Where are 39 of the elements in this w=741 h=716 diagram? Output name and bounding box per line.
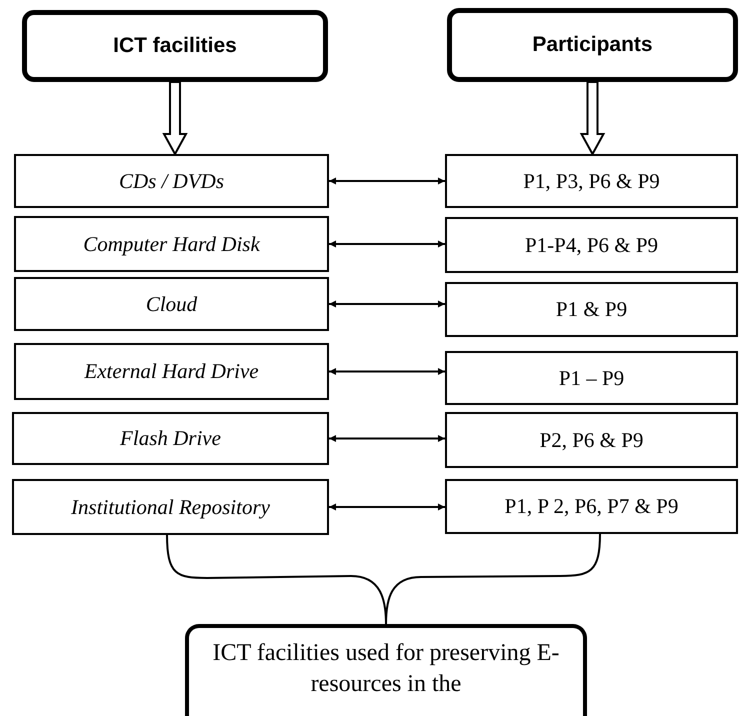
arrow xyxy=(329,504,445,510)
arrow xyxy=(329,240,445,248)
box-label: P1, P3, P6 & P9 xyxy=(523,168,660,194)
storage-box xyxy=(12,412,329,465)
storage-box xyxy=(12,479,329,535)
storage-box xyxy=(14,343,329,400)
header-box xyxy=(447,8,738,82)
storage-box xyxy=(14,277,329,331)
header-box xyxy=(22,10,328,82)
box-label: Flash Drive xyxy=(120,426,221,451)
arrow xyxy=(329,178,445,184)
participants-box xyxy=(445,217,738,273)
box-label: CDs / DVDs xyxy=(118,168,224,194)
box-label: P1-P4, P6 & P9 xyxy=(524,232,658,258)
box-label: P1 & P9 xyxy=(556,297,628,322)
participants-box xyxy=(445,351,738,405)
brace-line xyxy=(385,534,601,624)
box-label: Institutional Repository xyxy=(71,494,270,520)
box-label: Cloud xyxy=(146,292,198,316)
participants-box xyxy=(445,154,738,208)
summary-box xyxy=(185,624,587,716)
hollow-arrow xyxy=(162,81,188,156)
storage-box xyxy=(14,154,329,208)
box-label: ICT facilities used for preserving E-resources in the xyxy=(212,639,560,700)
hollow-arrow xyxy=(580,81,606,156)
participants-box xyxy=(445,282,738,337)
arrow xyxy=(329,300,445,308)
box-label: External Hard Drive xyxy=(84,359,259,384)
box-label: P2, P6 & P9 xyxy=(540,428,644,452)
storage-box xyxy=(14,216,329,272)
arrow xyxy=(329,435,445,442)
box-label: P1 – P9 xyxy=(558,366,624,390)
box-label: Computer Hard Disk xyxy=(83,232,260,256)
box-label: P1, P 2, P6, P7 & P9 xyxy=(504,494,678,519)
box-label: ICT facilities xyxy=(113,34,237,58)
participants-box xyxy=(445,479,738,534)
arrow xyxy=(329,368,445,375)
participants-box xyxy=(445,412,738,468)
box-label: Participants xyxy=(532,33,653,57)
